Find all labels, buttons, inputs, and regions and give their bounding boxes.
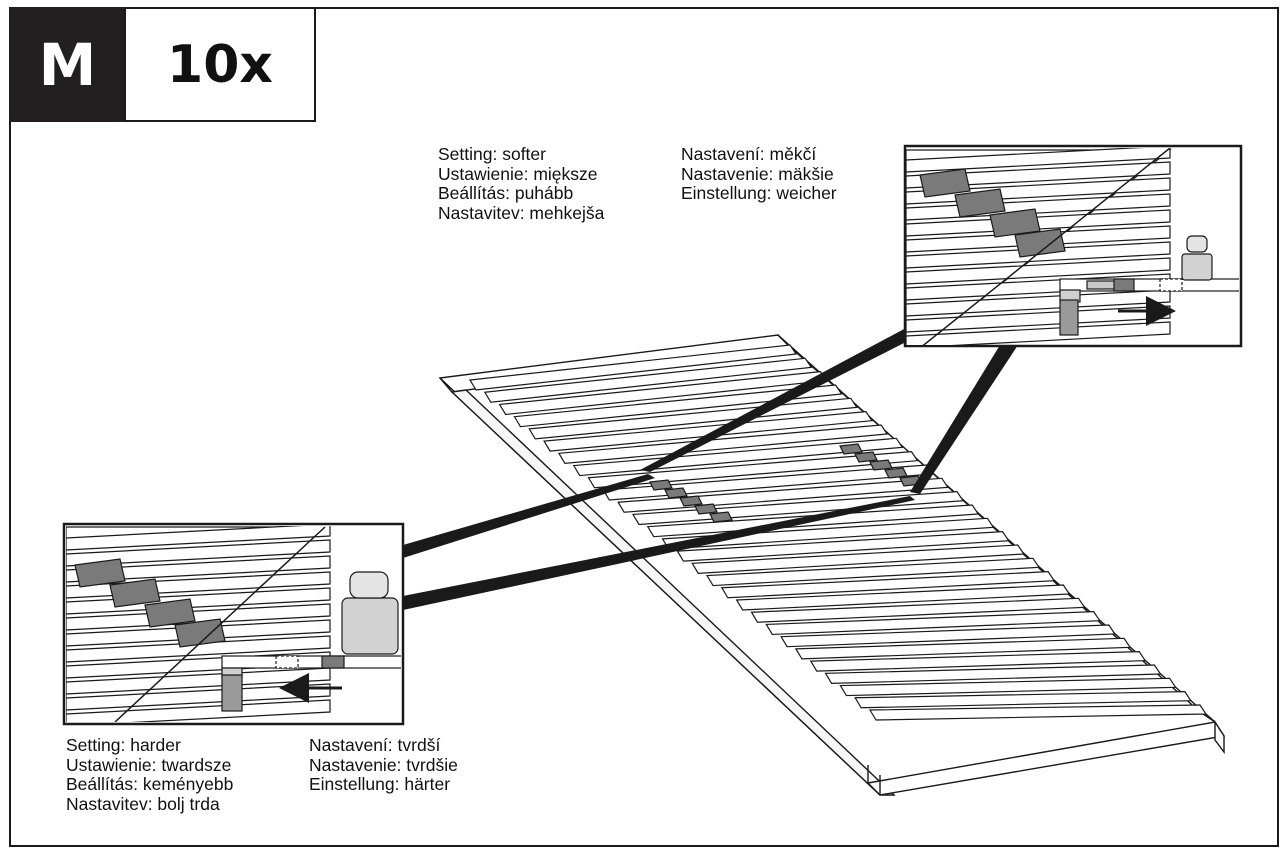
- softer-label: Setting: softer: [438, 144, 546, 164]
- slatted-frame: [438, 334, 1226, 796]
- firmness-slider: [709, 511, 733, 523]
- firmness-slider-detail: [989, 208, 1041, 238]
- firmness-slider-detail: [74, 558, 126, 588]
- callout-connector: [403, 496, 915, 610]
- slat-detail: [906, 161, 1171, 189]
- softer-label: Nastavenie: mäkšie: [681, 163, 834, 184]
- slat: [735, 584, 1071, 611]
- firmness-slider: [869, 459, 893, 471]
- harder-label: Setting: harder: [66, 735, 181, 755]
- firmness-slider: [694, 503, 718, 515]
- firmness-slider: [854, 451, 878, 463]
- slat: [706, 557, 1041, 587]
- slat: [839, 677, 1177, 697]
- slat-detail: [66, 635, 331, 663]
- slat-detail: [66, 555, 331, 583]
- harder-label: Einstellung: härter: [309, 774, 451, 794]
- slat: [765, 611, 1101, 636]
- firmness-slider-detail: [144, 598, 196, 628]
- softer-label: Ustawienie: miększe: [438, 163, 598, 184]
- harder-label: Nastavitev: bolj trda: [66, 793, 220, 814]
- slat-detail: [66, 539, 331, 567]
- harder-label: Beállítás: keményebb: [66, 774, 234, 794]
- firmness-slider-detail: [954, 188, 1006, 218]
- slat: [676, 531, 1010, 562]
- slat-detail: [66, 603, 331, 631]
- slat: [513, 384, 843, 428]
- firmness-slider-detail: [174, 618, 226, 648]
- firmness-slider: [839, 443, 863, 455]
- slat: [854, 691, 1192, 709]
- slat-detail: [906, 148, 1171, 173]
- slat-detail: [906, 257, 1171, 285]
- slat: [750, 597, 1086, 623]
- callout-connector: [910, 345, 1018, 494]
- softer-label: Nastavitev: mehkejša: [438, 202, 605, 223]
- slat: [543, 411, 873, 452]
- slat: [809, 651, 1147, 672]
- firmness-slider: [649, 479, 673, 491]
- slat: [557, 424, 889, 464]
- callout-connector: [403, 474, 655, 558]
- softer-labels-left: Setting: softer Ustawienie: miększe Beál…: [438, 144, 605, 223]
- callout-connector: [640, 328, 906, 472]
- firmness-slider-detail: [919, 168, 971, 198]
- firmness-slider: [664, 487, 688, 499]
- softer-label: Einstellung: weicher: [681, 183, 837, 203]
- softer-labels-right: Nastavení: měkčí Nastavenie: mäkšie Eins…: [681, 144, 837, 204]
- firmness-slider: [884, 467, 908, 479]
- slat: [587, 451, 919, 489]
- slat: [483, 357, 813, 403]
- harder-labels-right: Nastavení: tvrdší Nastavenie: tvrdšie Ei…: [309, 735, 458, 795]
- slat-detail: [66, 587, 331, 615]
- slat: [794, 637, 1132, 660]
- softer-detail-box: [903, 144, 1243, 348]
- slat: [868, 704, 1208, 721]
- firmness-slider: [679, 495, 703, 507]
- slat: [720, 571, 1056, 599]
- harder-label: Nastavení: tvrdší: [309, 735, 441, 755]
- slat: [780, 624, 1116, 648]
- slat: [469, 344, 798, 391]
- slat: [824, 664, 1162, 684]
- diagram-frame: [9, 7, 1279, 847]
- slat-group: [469, 344, 1208, 721]
- harder-label: Ustawienie: twardsze: [66, 754, 232, 775]
- step-letter: M: [9, 7, 126, 122]
- harder-labels-left: Setting: harder Ustawienie: twardsze Beá…: [66, 735, 234, 814]
- slat-detail: [66, 526, 331, 551]
- softer-label: Nastavení: měkčí: [681, 144, 817, 164]
- softer-label: Beállítás: puhább: [438, 183, 574, 203]
- slat-detail: [906, 321, 1171, 345]
- quantity-label: 10x: [124, 7, 316, 122]
- harder-label: Nastavenie: tvrdšie: [309, 754, 458, 775]
- firmness-slider-detail: [1014, 228, 1066, 258]
- firmness-slider-detail: [109, 578, 161, 608]
- slat: [691, 544, 1025, 574]
- harder-detail-box: [62, 522, 405, 726]
